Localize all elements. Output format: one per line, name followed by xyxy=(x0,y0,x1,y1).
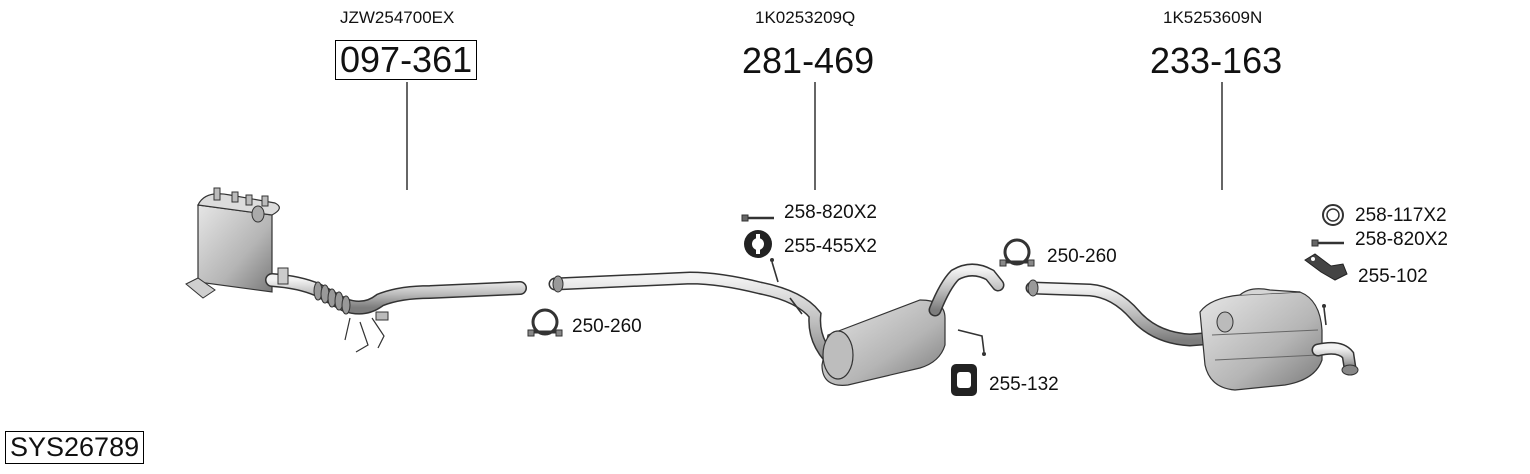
bolt-icon[interactable] xyxy=(741,214,774,222)
accessory-label-bolt-middle[interactable]: 258-820X2 xyxy=(784,202,877,223)
accessory-label-mount[interactable]: 255-132 xyxy=(989,374,1059,395)
clamp-icon[interactable] xyxy=(527,308,563,337)
accessory-label-clamp-front[interactable]: 250-260 xyxy=(572,316,642,337)
part-number-rear[interactable]: 233-163 xyxy=(1150,40,1283,81)
front-pipe-part[interactable] xyxy=(185,187,527,353)
clamp-icon[interactable] xyxy=(999,238,1035,267)
rear-silencer-part[interactable] xyxy=(1025,279,1359,391)
oe-number-rear: 1K5253609N xyxy=(1163,8,1263,27)
ring-gasket-icon[interactable] xyxy=(1322,204,1344,226)
rubber-mount-icon[interactable] xyxy=(951,364,977,396)
accessory-label-bolt-rear[interactable]: 258-820X2 xyxy=(1355,229,1448,250)
accessory-label-bracket[interactable]: 255-102 xyxy=(1358,266,1428,287)
system-code: SYS26789 xyxy=(5,431,145,465)
part-number-front[interactable]: 097-361 xyxy=(335,40,478,80)
middle-pipe-part[interactable] xyxy=(548,258,1005,386)
accessory-label-hanger-middle[interactable]: 255-455X2 xyxy=(784,236,877,257)
oe-number-middle: 1K0253209Q xyxy=(755,8,856,27)
bolt-icon[interactable] xyxy=(1311,239,1344,247)
accessory-label-clamp-rear[interactable]: 250-260 xyxy=(1047,246,1117,267)
part-number-middle[interactable]: 281-469 xyxy=(742,40,875,81)
accessory-label-ring[interactable]: 258-117X2 xyxy=(1355,205,1447,226)
rubber-hanger-icon[interactable] xyxy=(744,230,772,258)
oe-number-front: JZW254700EX xyxy=(340,8,455,27)
bracket-icon[interactable] xyxy=(1304,253,1348,281)
